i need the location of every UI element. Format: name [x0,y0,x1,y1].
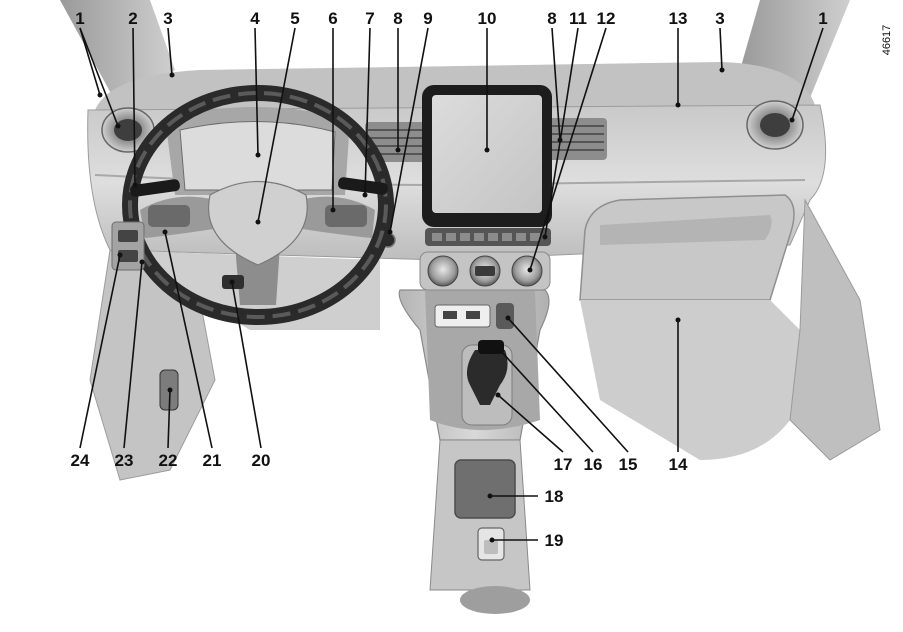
callout-1-right: 1 [818,9,827,28]
cup-holder [460,586,530,614]
leader-dots [97,67,795,543]
usb-socket-panel [434,304,491,328]
callout-9: 9 [423,9,432,28]
left-switch-panel [111,221,145,271]
left-switch-a [118,230,138,242]
parking-brake-switch-face [484,540,498,554]
callout-5: 5 [290,9,299,28]
callout-4: 4 [250,9,260,28]
callout-11: 11 [569,9,587,28]
callout-13: 13 [669,9,688,28]
callout-16: 16 [584,455,603,474]
callout-18: 18 [545,487,564,506]
callout-24: 24 [71,451,90,470]
climate-knob-left [427,255,459,287]
callout-8-left: 8 [393,9,402,28]
callout-8-right: 8 [547,9,556,28]
centre-vent-left-slats [368,129,422,155]
right-air-vent-louvre [760,113,790,137]
wiper-stalk [338,177,388,195]
left-switch-b [118,250,138,262]
callout-20: 20 [252,451,271,470]
glovebox-recess [600,215,772,245]
media-buttons [432,233,540,241]
callout-17: 17 [554,455,573,474]
lighting-stalk [130,179,180,197]
callout-2: 2 [128,9,137,28]
power-socket [496,303,514,329]
usb-port-b [466,311,480,319]
gear-selector-top [478,340,504,354]
callout-14: 14 [669,455,688,474]
callout-1-left: 1 [75,9,84,28]
storage-compartment [454,459,516,519]
callout-23: 23 [115,451,134,470]
gear-selector-lever [466,350,508,405]
leader-lines [79,27,824,541]
callout-22: 22 [159,451,178,470]
multimedia-screen [432,95,542,213]
left-air-vent-louvre [114,119,142,141]
callout-21: 21 [203,451,222,470]
climate-knob-right [511,255,543,287]
steering-controls-left [148,205,190,227]
callout-3-right: 3 [715,9,724,28]
callout-7: 7 [365,9,374,28]
steering-controls-right [325,205,367,227]
callout-15: 15 [619,455,638,474]
glovebox [579,194,795,301]
callout-12: 12 [597,9,616,28]
callout-6: 6 [328,9,337,28]
right-door-panel [789,198,881,461]
interior-illustration [60,0,881,614]
callout-labels: 1 2 3 4 5 6 7 8 9 10 8 11 12 13 3 1 24 2… [71,9,828,550]
figure-reference-number: 46617 [881,25,893,56]
climate-display [475,266,495,276]
passenger-kick-panel [580,300,800,460]
callout-19: 19 [545,531,564,550]
callout-10: 10 [478,9,497,28]
callout-3-left: 3 [163,9,172,28]
usb-port-a [443,311,457,319]
